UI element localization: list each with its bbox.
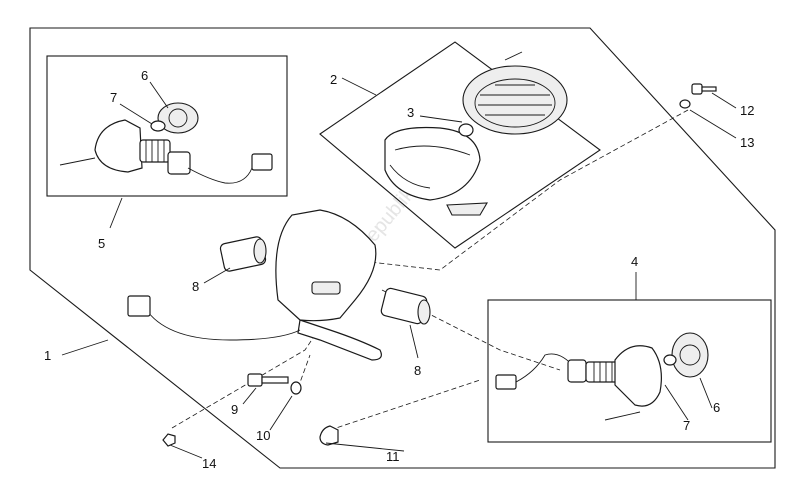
tail-light-lens: [462, 65, 568, 135]
tail-light-lens-pattern: [478, 84, 552, 116]
tail-light-bulb: [458, 123, 474, 137]
assembly-outline: [29, 27, 776, 469]
left-indicator-box: [46, 55, 288, 197]
right-bulb-holder: [671, 332, 709, 378]
callout-1: 1: [44, 348, 51, 363]
callout-10: 10: [256, 428, 270, 443]
left-indicator-clamp: [167, 151, 191, 175]
callout-12: 12: [740, 103, 754, 118]
washer-13: [679, 99, 691, 109]
callout-3: 3: [407, 105, 414, 120]
leader-lines: [61, 77, 737, 459]
callout-8-right: 8: [414, 363, 421, 378]
right-bulb: [663, 354, 677, 366]
callout-13: 13: [740, 135, 754, 150]
tail-light-box: [319, 41, 601, 249]
tail-light-housing-detail: [389, 145, 471, 189]
callout-4: 4: [631, 254, 638, 269]
callout-6-right: 6: [713, 400, 720, 415]
left-indicator-lens: [94, 119, 143, 173]
assembly-line-tail: [369, 109, 689, 271]
right-indicator-wire: [515, 353, 576, 383]
tail-housing: [275, 209, 377, 322]
right-indicator-assembly: [495, 332, 709, 421]
central-bracket-assembly: [127, 209, 382, 361]
grommet-left: [219, 236, 267, 272]
assembly-line-washer: [297, 354, 311, 389]
tail-light-assembly: [384, 51, 568, 216]
assembly-line-screw: [171, 334, 316, 429]
callout-14: 14: [202, 456, 216, 471]
washer-10: [290, 381, 302, 395]
nut-11: [319, 425, 339, 446]
left-indicator-wire: [187, 167, 253, 184]
tail-light-reflector: [446, 202, 488, 216]
left-indicator-screw: [59, 157, 96, 166]
screw-12: [691, 83, 717, 95]
callout-7-right: 7: [683, 418, 690, 433]
nut-14: [162, 433, 176, 447]
central-wire: [147, 311, 301, 341]
left-bulb: [150, 120, 166, 132]
callout-2: 2: [330, 72, 337, 87]
callout-5: 5: [98, 236, 105, 251]
left-indicator-connector: [251, 153, 273, 171]
right-indicator-screw: [604, 411, 641, 421]
right-indicator-stem: [585, 361, 619, 383]
tail-light-housing: [384, 126, 481, 201]
tail-light-lens-inner: [474, 78, 556, 128]
right-indicator-box: [487, 299, 772, 443]
callout-8-left: 8: [192, 279, 199, 294]
left-bulb-holder: [157, 102, 199, 134]
callout-6-left: 6: [141, 68, 148, 83]
left-indicator-stem-ribs: [145, 140, 165, 162]
right-indicator-clamp: [567, 359, 587, 383]
right-bulb-holder-ring: [679, 344, 701, 366]
callout-11: 11: [386, 449, 400, 464]
wiring-gland: [311, 281, 341, 295]
left-indicator-stem: [139, 139, 171, 163]
tail-light-screw: [504, 51, 523, 61]
right-indicator-connector: [495, 374, 517, 390]
plate-bracket: [297, 319, 382, 361]
assembly-line-nut: [329, 379, 481, 431]
screw-9: [247, 373, 289, 387]
callout-7-left: 7: [110, 90, 117, 105]
right-indicator-stem-ribs: [593, 362, 613, 382]
left-bulb-holder-ring: [168, 108, 188, 128]
left-indicator-assembly: [59, 102, 273, 184]
right-indicator-lens: [614, 345, 662, 407]
central-connector: [127, 295, 151, 317]
grommet-right: [380, 287, 431, 325]
callout-9: 9: [231, 402, 238, 417]
